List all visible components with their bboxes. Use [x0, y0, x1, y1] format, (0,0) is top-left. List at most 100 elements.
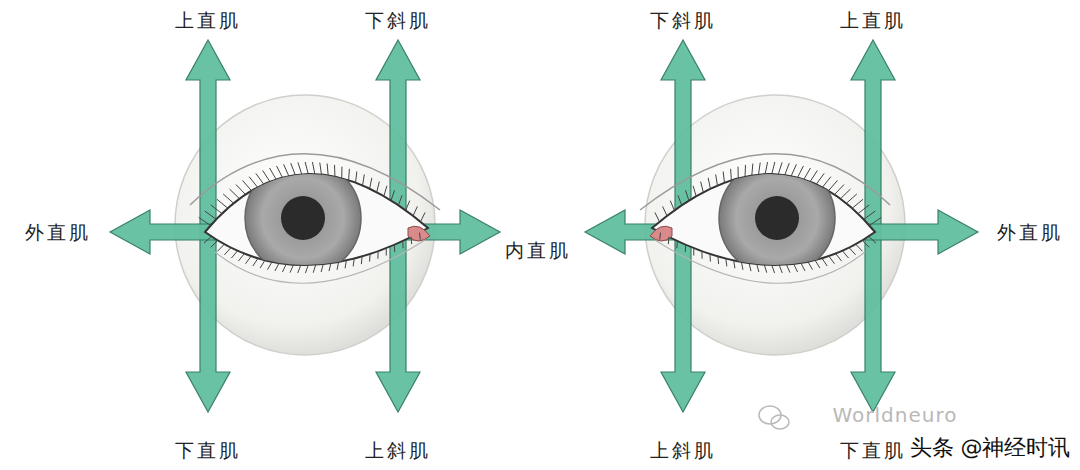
eyelash [377, 251, 378, 259]
eyelash [282, 264, 286, 272]
eyelash [752, 164, 753, 176]
eyelash [759, 163, 761, 175]
eyelash [377, 182, 380, 193]
eyelash [321, 264, 323, 272]
eyelash [384, 186, 387, 196]
eyelash [779, 265, 782, 273]
eyelash [846, 194, 856, 203]
eyelash [685, 245, 686, 252]
eyelash [678, 195, 682, 205]
eyelash [420, 212, 425, 221]
eyelash [369, 254, 370, 262]
eyelash [693, 248, 694, 255]
eyelash [211, 240, 218, 247]
eyelash [334, 165, 335, 177]
eyelash [211, 205, 222, 214]
eyelash [231, 251, 237, 258]
eyelash [327, 164, 328, 176]
muscle-label: 下斜肌 [365, 10, 431, 31]
eyelash [270, 168, 277, 179]
eyelash [834, 185, 844, 195]
muscle-label: 外直肌 [997, 222, 1063, 243]
eyelash [356, 171, 357, 182]
eyelash [869, 236, 876, 243]
eyelash [741, 262, 743, 270]
eyelash [804, 168, 811, 179]
eyelash [337, 262, 339, 270]
muscle-label: 上斜肌 [650, 440, 716, 461]
eyelash [668, 237, 670, 244]
eyelash [256, 173, 264, 184]
eyelash [816, 173, 824, 184]
eyelash [701, 251, 702, 259]
eyelash [716, 174, 718, 185]
eyelash [836, 254, 842, 261]
eyelash [394, 245, 395, 252]
eyelash [348, 169, 350, 180]
eyelash [253, 258, 258, 266]
eyelash [242, 180, 251, 190]
eyelash [757, 264, 759, 272]
eyelash [749, 263, 751, 271]
eyelash [267, 262, 272, 270]
eyelash [341, 167, 342, 179]
eyelash [676, 241, 677, 248]
eyelash [246, 256, 252, 264]
eyelash [406, 201, 410, 211]
eyelash [869, 217, 881, 225]
muscle-label: 下斜肌 [650, 10, 716, 31]
eyelash [862, 240, 869, 247]
eyelash [693, 186, 696, 196]
eyelash [298, 265, 301, 273]
eyelash [298, 162, 302, 174]
eyelash [822, 258, 827, 266]
eyelash [717, 256, 719, 264]
eyelash [205, 211, 217, 219]
eyelash [708, 178, 710, 189]
muscle-arrow [851, 232, 895, 412]
eyelash [263, 170, 270, 181]
eyelash [810, 170, 817, 181]
eyelash [670, 201, 674, 211]
eyelash [204, 236, 211, 243]
eyelash [738, 167, 739, 179]
eyelash [353, 259, 355, 267]
muscle-label: 上直肌 [175, 10, 241, 31]
eyelash [772, 265, 775, 273]
eyelash [313, 265, 315, 273]
eyelash [778, 162, 782, 174]
eyelash [842, 251, 848, 258]
eyelash [290, 265, 293, 273]
eyelash [413, 206, 417, 215]
eyelash [852, 199, 863, 208]
muscle-arrow [376, 232, 420, 412]
eyelash [402, 241, 403, 248]
eyelash [785, 163, 790, 175]
eyelash [284, 164, 289, 176]
eyelash [411, 237, 413, 244]
muscle-label: 下直肌 [175, 440, 241, 461]
eyelash [361, 256, 363, 264]
eyelash [801, 263, 805, 271]
muscle-label: 上直肌 [840, 10, 906, 31]
muscle-label: 外直肌 [25, 222, 91, 243]
eyelash [320, 163, 322, 175]
eyelash [808, 262, 813, 270]
eyelash [786, 265, 789, 273]
eyelash [709, 254, 710, 262]
eyelash [230, 189, 240, 199]
eyelash [730, 169, 732, 180]
eyelash [224, 248, 231, 255]
eyelash [765, 162, 767, 174]
eyelash [794, 264, 798, 272]
eyelash [238, 254, 244, 261]
eyelash [791, 164, 796, 176]
eyelash [260, 260, 265, 268]
eyelash [849, 248, 856, 255]
eyelash [218, 244, 225, 251]
eyelash [815, 260, 820, 268]
muscle-arrow [661, 232, 705, 412]
eyelash [723, 171, 724, 182]
eyelash [864, 211, 876, 219]
